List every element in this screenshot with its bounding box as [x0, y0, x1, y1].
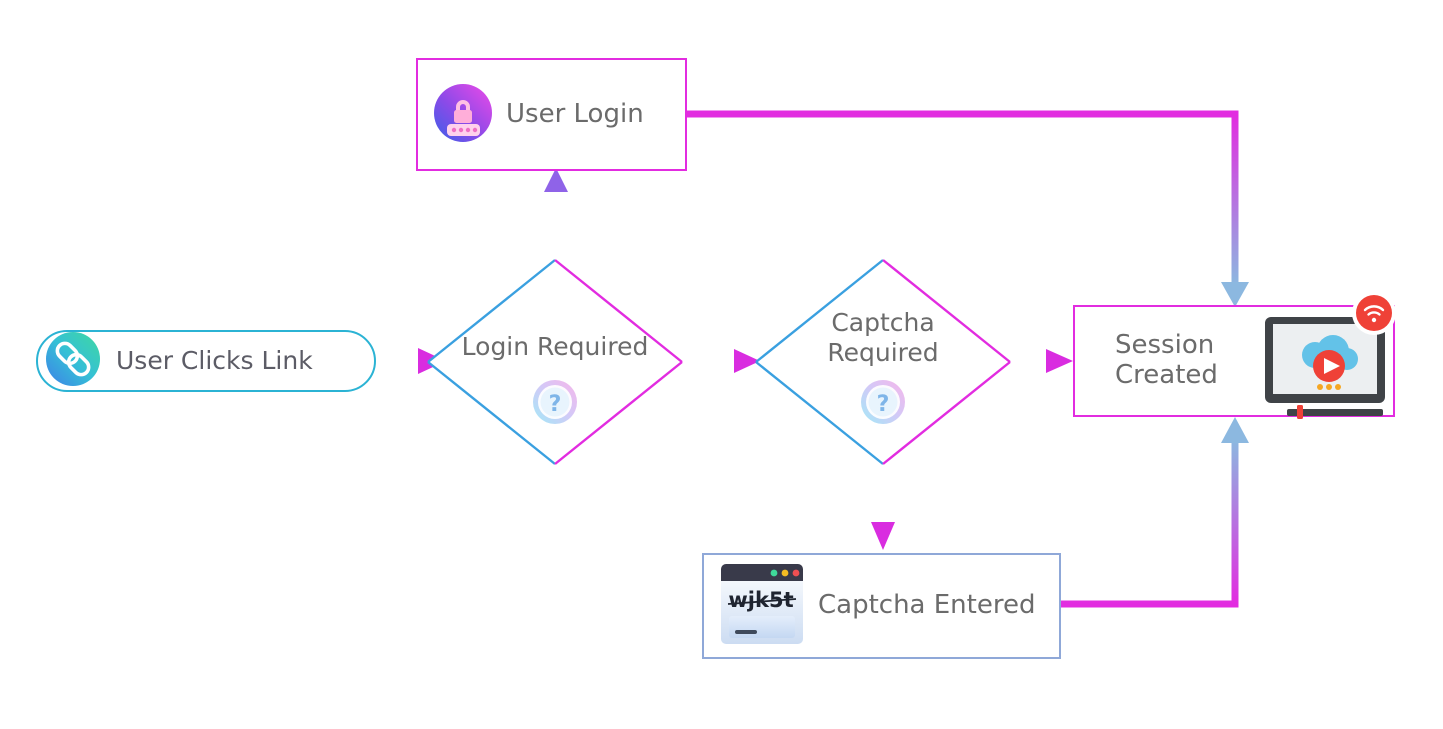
node-label-user-clicks-link: User Clicks Link: [116, 345, 313, 375]
question-mark-icon: ?: [859, 378, 907, 430]
edge-captcha-required-to-session-created: [1016, 349, 1073, 373]
node-captcha-entered[interactable]: wjk5t Captcha Entered: [702, 553, 1061, 659]
node-login-required[interactable]: Login Required ?: [424, 256, 686, 468]
edge-login-required-to-captcha-required: [688, 349, 760, 373]
node-user-clicks-link[interactable]: User Clicks Link: [36, 330, 376, 392]
node-label-captcha-required: Captcha Required: [827, 308, 939, 367]
node-session-created[interactable]: Session Created: [1073, 291, 1396, 419]
link-chain-icon: [44, 330, 102, 392]
diamond-shape: [427, 259, 683, 465]
captcha-window-icon: wjk5t: [716, 559, 808, 653]
edge-login-required-to-user-login: [544, 168, 568, 262]
edge-captcha-required-to-captcha-entered: [871, 462, 895, 550]
node-label-session-created: Session Created: [1115, 330, 1218, 390]
svg-text:?: ?: [549, 392, 562, 417]
laptop-stream-icon: [1251, 291, 1401, 429]
edge-captcha-entered-to-session-created: [1061, 417, 1249, 608]
svg-text:?: ?: [877, 392, 890, 417]
node-label-captcha-entered: Captcha Entered: [818, 590, 1036, 621]
node-captcha-required[interactable]: Captcha Required ?: [752, 256, 1014, 468]
node-label-login-required: Login Required: [461, 332, 649, 361]
password-lock-icon: [432, 82, 494, 148]
question-mark-icon: ?: [531, 378, 579, 430]
diamond-shape: [755, 259, 1011, 465]
node-label-user-login: User Login: [506, 98, 644, 129]
node-user-login[interactable]: User Login: [416, 58, 687, 171]
